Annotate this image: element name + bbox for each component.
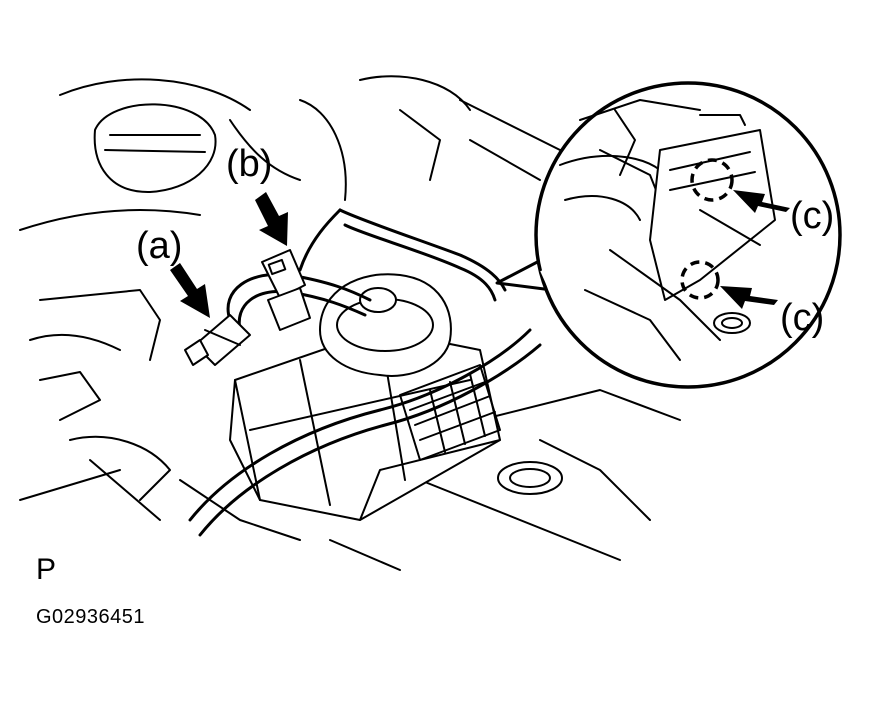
callout-label-a: (a) xyxy=(136,225,182,267)
engine-background-lines xyxy=(19,75,681,571)
arrow-c-lower-icon xyxy=(720,286,778,309)
callout-label-c-upper: (c) xyxy=(790,195,834,237)
hose-connector-b xyxy=(261,249,311,331)
arrow-c-upper-icon xyxy=(733,190,790,213)
view-letter: P xyxy=(36,553,57,586)
hose-connector-a xyxy=(184,314,251,366)
arrow-b-icon xyxy=(255,192,288,246)
hoses xyxy=(188,208,542,537)
detail-magnifier xyxy=(495,81,842,389)
filler-cap xyxy=(497,461,563,495)
vacuum-valve xyxy=(319,273,452,377)
callout-label-c-lower: (c) xyxy=(780,297,824,339)
arrow-a-icon xyxy=(170,263,210,318)
figure-id: G02936451 xyxy=(36,606,146,628)
callout-label-b: (b) xyxy=(226,143,272,185)
charcoal-canister xyxy=(229,329,501,521)
